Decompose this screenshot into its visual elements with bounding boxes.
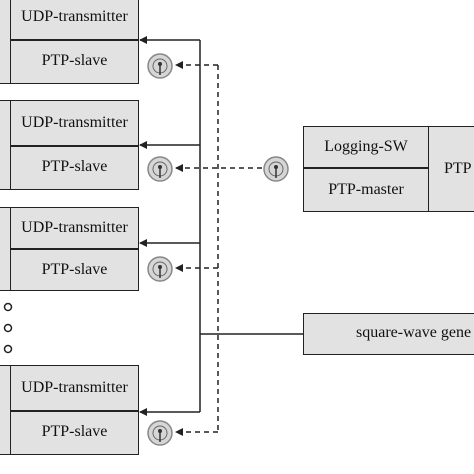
node1-transmitter-box [10, 0, 139, 40]
ptp-master-box [303, 168, 429, 212]
logging-sw-label: Logging-SW [324, 138, 408, 155]
wireless-antenna-icon [147, 156, 173, 182]
square-wave-generator-box [303, 313, 474, 355]
node2-transmitter-box [10, 100, 139, 146]
wireless-antenna-icon [263, 156, 289, 182]
wireless-antenna-icon [147, 256, 173, 282]
node4-transmitter-box [10, 365, 139, 411]
wireless-antenna-icon [147, 53, 173, 79]
square-wave-generator-label: square-wave gene [356, 324, 472, 341]
ptp-master-label: PTP-master [328, 181, 404, 198]
node3-slave-box [10, 249, 139, 291]
node1-slave-box [10, 40, 139, 84]
wireless-antenna-icon [147, 420, 173, 446]
node4-transmitter-label: UDP-transmitter [21, 379, 128, 396]
node1-slave-label: PTP-slave [41, 52, 108, 69]
node2-slave-label: PTP-slave [41, 158, 108, 175]
node2-transmitter-label: UDP-transmitter [21, 114, 128, 131]
ptp-side-label: PTP [444, 160, 472, 177]
ellipsis-dots-icon [3, 302, 13, 354]
node3-slave-label: PTP-slave [41, 261, 108, 278]
node3-transmitter-label: UDP-transmitter [21, 219, 128, 236]
node2-slave-box [10, 146, 139, 190]
logging-sw-box [303, 126, 429, 168]
node1-transmitter-label: UDP-transmitter [21, 8, 128, 25]
node3-transmitter-box [10, 207, 139, 249]
node4-slave-label: PTP-slave [41, 423, 108, 440]
node4-slave-box [10, 411, 139, 455]
